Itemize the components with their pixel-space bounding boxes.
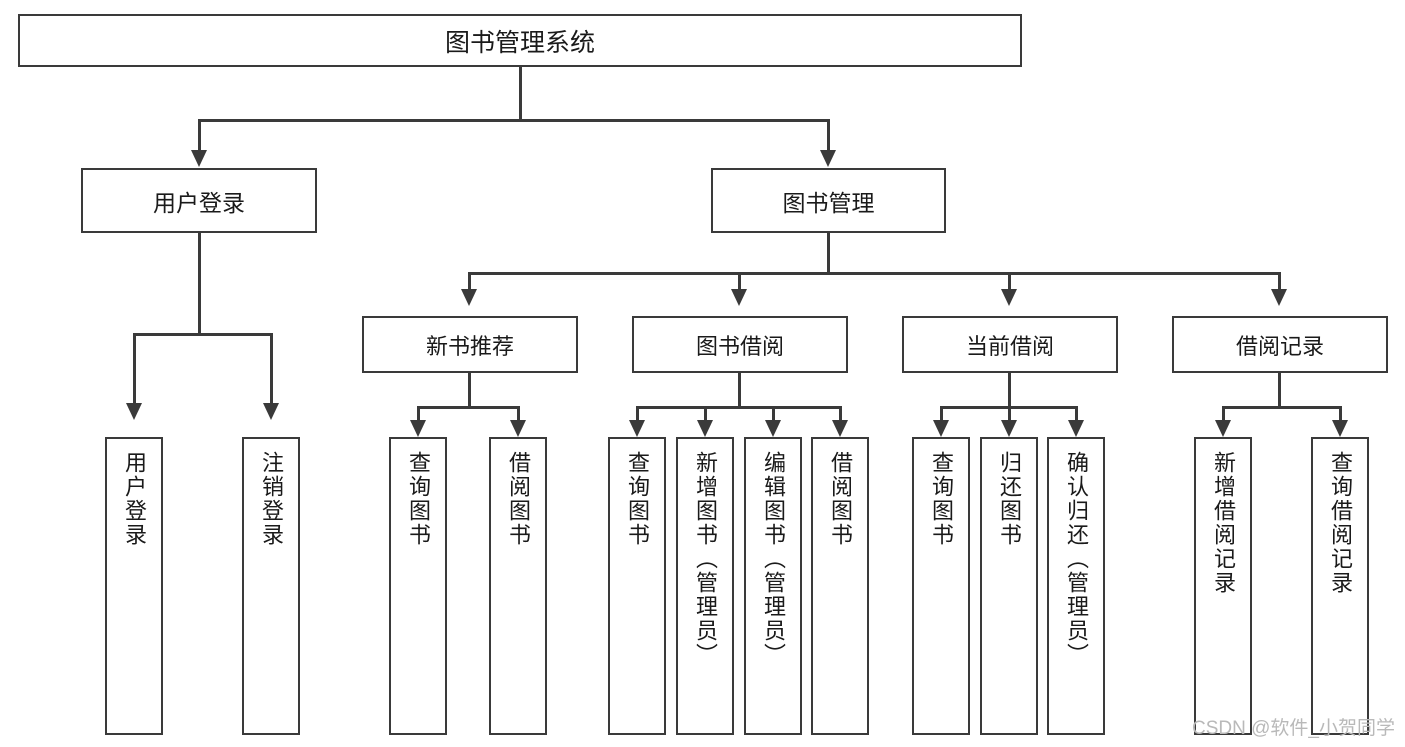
node-leaf-add-borrow-record[interactable]: 新增借阅记录 <box>1194 437 1252 735</box>
edge-root-to-user-login <box>198 119 201 152</box>
node-label: 查询图书 <box>406 451 431 547</box>
arrow-book-mgmt-to-current-borrow <box>1001 289 1017 306</box>
node-book-management[interactable]: 图书管理 <box>711 168 946 233</box>
edge-borrow-record-bus <box>1222 406 1342 409</box>
node-leaf-borrow-book-new[interactable]: 借阅图书 <box>489 437 547 735</box>
edge-book-mgmt-to-borrow-record <box>1278 272 1281 291</box>
node-label: 图书管理 <box>782 189 875 216</box>
node-borrow-record[interactable]: 借阅记录 <box>1172 316 1388 373</box>
edge-root-bus <box>198 119 830 122</box>
node-user-login[interactable]: 用户登录 <box>81 168 317 233</box>
node-label: 编辑图书（管理员） <box>761 451 786 667</box>
edge-new-book-stem <box>468 373 471 408</box>
arrow-book-borrow-to-leaf-1 <box>629 420 645 437</box>
arrow-borrow-record-to-leaf-1 <box>1215 420 1231 437</box>
node-label: 新书推荐 <box>425 333 514 359</box>
node-label: 用户登录 <box>122 451 147 547</box>
edge-borrow-record-to-leaf-2 <box>1339 406 1342 422</box>
node-label: 查询图书 <box>929 451 954 547</box>
node-label: 借阅图书 <box>506 451 531 547</box>
node-current-borrow[interactable]: 当前借阅 <box>902 316 1118 373</box>
edge-book-mgmt-to-book-borrow <box>738 272 741 291</box>
arrow-root-to-book-mgmt <box>820 150 836 167</box>
edge-user-login-bus <box>133 333 273 336</box>
edge-book-mgmt-to-current-borrow <box>1008 272 1011 291</box>
arrow-current-borrow-to-leaf-3 <box>1068 420 1084 437</box>
node-label: 图书借阅 <box>695 333 784 359</box>
node-leaf-edit-book-admin[interactable]: 编辑图书（管理员） <box>744 437 802 735</box>
arrow-book-mgmt-to-borrow-record <box>1271 289 1287 306</box>
node-book-borrow[interactable]: 图书借阅 <box>632 316 848 373</box>
node-label: 新增借阅记录 <box>1211 451 1236 595</box>
arrow-new-book-to-leaf-1 <box>410 420 426 437</box>
arrow-borrow-record-to-leaf-2 <box>1332 420 1348 437</box>
node-label: 确认归还（管理员） <box>1064 451 1089 667</box>
node-label: 注销登录 <box>259 451 284 547</box>
edge-borrow-record-to-leaf-1 <box>1222 406 1225 422</box>
node-leaf-query-borrow-record[interactable]: 查询借阅记录 <box>1311 437 1369 735</box>
edge-current-borrow-to-leaf-3 <box>1075 406 1078 422</box>
node-leaf-confirm-return-admin[interactable]: 确认归还（管理员） <box>1047 437 1105 735</box>
edge-book-mgmt-stem <box>827 233 830 274</box>
edge-user-login-stem <box>198 233 201 335</box>
arrow-current-borrow-to-leaf-1 <box>933 420 949 437</box>
node-leaf-query-book-current[interactable]: 查询图书 <box>912 437 970 735</box>
arrow-current-borrow-to-leaf-2 <box>1001 420 1017 437</box>
arrow-user-login-to-leaf-2 <box>263 403 279 420</box>
edge-root-stem <box>519 66 522 122</box>
node-leaf-query-book-borrow[interactable]: 查询图书 <box>608 437 666 735</box>
node-label: 查询借阅记录 <box>1328 451 1353 595</box>
node-label: 借阅图书 <box>828 451 853 547</box>
node-label: 新增图书（管理员） <box>693 451 718 667</box>
edge-book-borrow-stem <box>738 373 741 408</box>
edge-new-book-to-leaf-1 <box>417 406 420 422</box>
node-leaf-logout[interactable]: 注销登录 <box>242 437 300 735</box>
edge-user-login-to-leaf-2 <box>270 333 273 405</box>
edge-book-borrow-to-leaf-4 <box>839 406 842 422</box>
arrow-book-borrow-to-leaf-4 <box>832 420 848 437</box>
edge-current-borrow-to-leaf-2 <box>1008 406 1011 422</box>
edge-new-book-bus <box>417 406 520 409</box>
edge-book-mgmt-bus <box>468 272 1280 275</box>
arrow-book-mgmt-to-book-borrow <box>731 289 747 306</box>
node-leaf-query-book-new[interactable]: 查询图书 <box>389 437 447 735</box>
node-root-system[interactable]: 图书管理系统 <box>18 14 1022 67</box>
node-new-book-recommend[interactable]: 新书推荐 <box>362 316 578 373</box>
node-label: 借阅记录 <box>1235 333 1324 359</box>
edge-book-borrow-bus <box>636 406 842 409</box>
node-leaf-user-login[interactable]: 用户登录 <box>105 437 163 735</box>
edge-book-borrow-to-leaf-2 <box>704 406 707 422</box>
node-label: 当前借阅 <box>965 333 1054 359</box>
arrow-user-login-to-leaf-1 <box>126 403 142 420</box>
node-label: 查询图书 <box>625 451 650 547</box>
node-leaf-add-book-admin[interactable]: 新增图书（管理员） <box>676 437 734 735</box>
node-label: 归还图书 <box>997 451 1022 547</box>
edge-book-borrow-to-leaf-1 <box>636 406 639 422</box>
arrow-book-borrow-to-leaf-2 <box>697 420 713 437</box>
arrow-root-to-user-login <box>191 150 207 167</box>
edge-current-borrow-stem <box>1008 373 1011 408</box>
node-leaf-return-book[interactable]: 归还图书 <box>980 437 1038 735</box>
arrow-book-mgmt-to-new-book <box>461 289 477 306</box>
edge-current-borrow-to-leaf-1 <box>940 406 943 422</box>
edge-book-mgmt-to-new-book <box>468 272 471 291</box>
node-label: 图书管理系统 <box>444 28 595 57</box>
edge-book-borrow-to-leaf-3 <box>772 406 775 422</box>
edge-root-to-book-mgmt <box>827 119 830 152</box>
edge-new-book-to-leaf-2 <box>517 406 520 422</box>
edge-user-login-to-leaf-1 <box>133 333 136 405</box>
arrow-book-borrow-to-leaf-3 <box>765 420 781 437</box>
node-label: 用户登录 <box>153 189 245 216</box>
arrow-new-book-to-leaf-2 <box>510 420 526 437</box>
node-leaf-borrow-book[interactable]: 借阅图书 <box>811 437 869 735</box>
edge-borrow-record-stem <box>1278 373 1281 408</box>
